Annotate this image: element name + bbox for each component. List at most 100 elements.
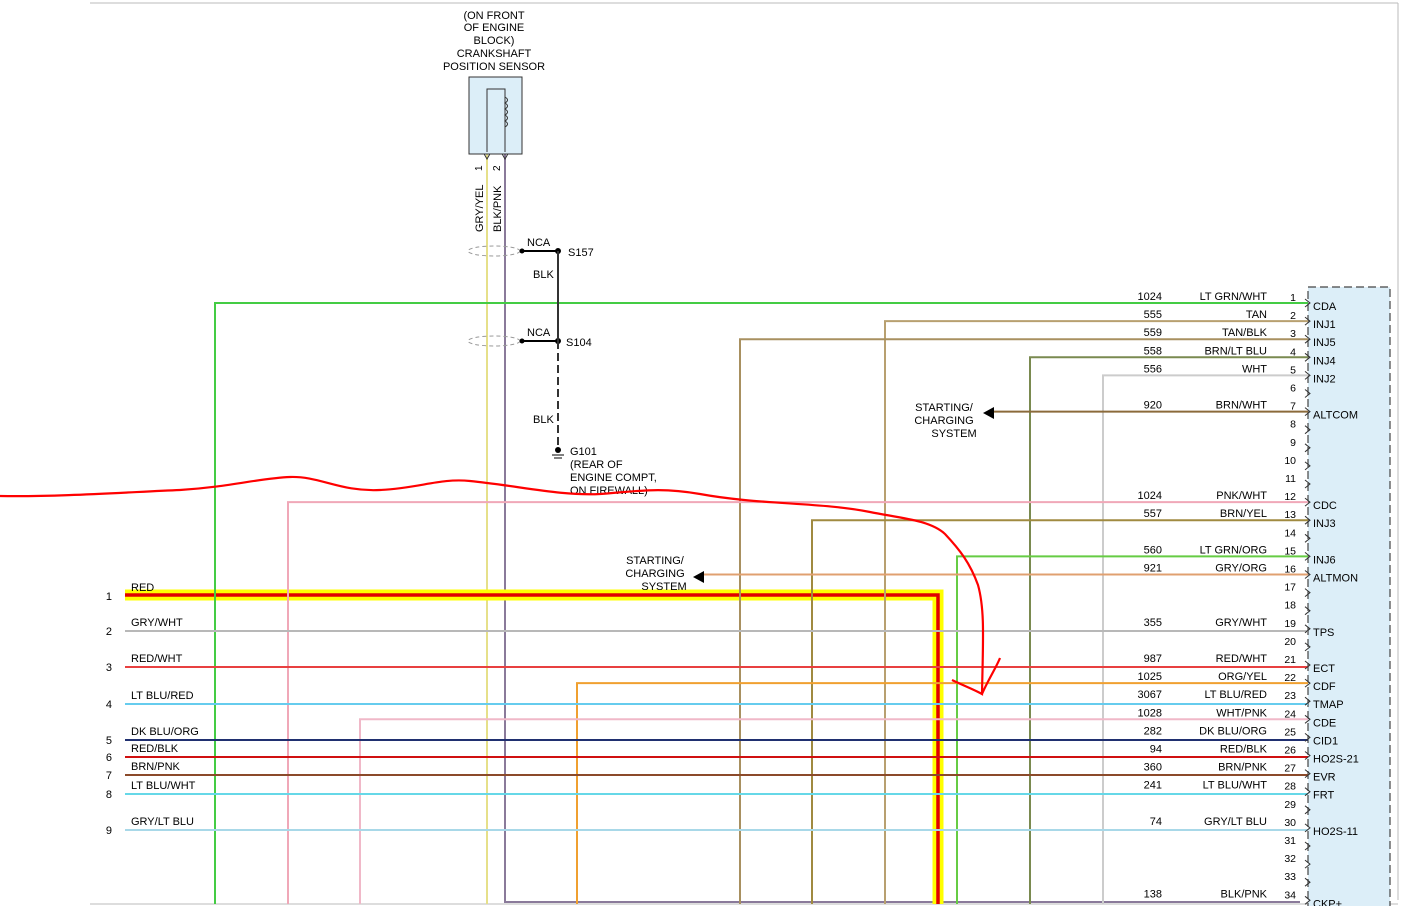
pcm-circuit-number: 3067	[1138, 689, 1162, 701]
pin-arrow-icon	[1304, 316, 1311, 326]
pin-arrow-icon	[1304, 588, 1311, 597]
pin-arrow-icon	[1304, 841, 1311, 851]
ground-g101	[555, 447, 561, 453]
pcm-pin-function: HO2S-11	[1313, 826, 1358, 838]
nca-dot-2	[519, 338, 525, 344]
pin-arrow-icon	[1304, 751, 1311, 760]
pcm-wire-color: DK BLU/ORG	[1199, 725, 1267, 737]
pcm-wire-color: WHT	[1242, 363, 1267, 375]
left-pin-number: 4	[106, 699, 112, 711]
pcm-circuit-number: 1025	[1138, 671, 1162, 683]
left-wire-color: DK BLU/ORG	[131, 726, 199, 738]
pcm-pin-number: 11	[1285, 473, 1296, 485]
splice-label-s157: S157	[568, 247, 594, 259]
crankshaft-position-sensor: (ON FRONT OF ENGINE BLOCK) CRANKSHAFT PO…	[443, 10, 545, 232]
pcm-wire-color: GRY/ORG	[1215, 563, 1267, 575]
pcm-pin-function: ALTCOM	[1313, 410, 1358, 422]
pcm-pin-number: 33	[1284, 871, 1296, 883]
pcm-pin-function: INJ2	[1313, 373, 1336, 385]
upper-arrow-label-3: SYSTEM	[931, 428, 976, 440]
left-wire-color: RED/BLK	[131, 743, 179, 755]
pcm-pin-number: 18	[1284, 600, 1296, 612]
pcm-pin-number: 1	[1290, 292, 1296, 304]
pcm-wire-color: BRN/WHT	[1216, 400, 1268, 412]
pcm-wire-color: BLK/PNK	[1221, 888, 1268, 900]
sensor-pin-2: 2	[492, 165, 503, 171]
pcm-pin-number: 25	[1284, 726, 1296, 738]
pin-arrow-icon	[1304, 425, 1311, 435]
left-pin-number: 7	[106, 770, 112, 782]
wire-pcm-pin-5	[1102, 374, 1308, 904]
pcm-wire-color: RED/WHT	[1216, 653, 1268, 665]
sensor-label-line-5: POSITION SENSOR	[443, 61, 545, 73]
wire-pcm-pin-3	[739, 338, 1308, 904]
pin-arrow-icon	[1304, 805, 1311, 815]
wire-red	[125, 593, 940, 904]
pcm-pin-number: 15	[1284, 545, 1296, 557]
left-pin-number: 5	[106, 735, 112, 747]
pcm-wire-color: BRN/YEL	[1220, 508, 1267, 520]
pcm-pin-number: 26	[1284, 745, 1296, 757]
blk-label-2: BLK	[533, 414, 554, 426]
upper-arrow-label-1: STARTING/	[915, 402, 974, 414]
ground-label-line-3: ENGINE COMPT,	[570, 472, 657, 484]
pin-arrow-icon	[1304, 352, 1311, 362]
annotation-scribble	[0, 475, 1002, 696]
pcm-wire-color: LT GRN/ORG	[1200, 544, 1267, 556]
pin-arrow-icon	[1304, 696, 1311, 706]
left-pin-number: 8	[106, 789, 112, 801]
pcm-pin-number: 24	[1284, 708, 1296, 720]
wire-pcm-pin-13	[811, 519, 1308, 904]
pcm-connector	[1307, 286, 1391, 906]
pcm-pin-function: ALTMON	[1313, 573, 1358, 585]
pcm-pin-number: 20	[1284, 636, 1296, 648]
pcm-circuit-number: 555	[1144, 309, 1162, 321]
sensor-wire-gry-yel: GRY/YEL	[474, 185, 486, 233]
pcm-circuit-number: 241	[1144, 780, 1162, 792]
pin-arrow-icon	[1304, 334, 1311, 344]
pcm-pin-number: 32	[1284, 853, 1296, 865]
pcm-pin-function: ECT	[1313, 663, 1335, 675]
pcm-pin-function: INJ4	[1313, 355, 1336, 367]
pcm-circuit-number: 987	[1144, 653, 1162, 665]
arrow-left-icon	[693, 571, 704, 583]
pcm-circuit-number: 94	[1150, 744, 1162, 756]
pcm-wire-color: GRY/LT BLU	[1204, 816, 1267, 828]
pcm-pin-function: FRT	[1313, 790, 1334, 802]
starting-charging-upper: STARTING/ CHARGING SYSTEM	[914, 402, 994, 440]
sensor-label-line-1: (ON FRONT	[463, 10, 524, 22]
pcm-wire-color: RED/BLK	[1220, 744, 1268, 756]
pcm-pin-function: INJ1	[1313, 319, 1336, 331]
pin-arrow-icon	[1304, 714, 1311, 724]
pcm-pin-number: 4	[1290, 346, 1296, 358]
pcm-circuit-number: 360	[1144, 762, 1162, 774]
pin-arrow-icon	[1304, 389, 1311, 398]
wire-pcm-pin-4	[1029, 356, 1308, 904]
pcm-pin-number: 9	[1290, 437, 1296, 449]
pin-arrow-icon	[1304, 895, 1311, 905]
pin-arrow-icon	[1304, 660, 1311, 670]
pcm-pin-function: EVR	[1313, 772, 1336, 784]
left-pin-number: 2	[106, 626, 112, 638]
pin-arrow-icon	[1304, 606, 1311, 616]
left-wire-color: GRY/LT BLU	[131, 816, 194, 828]
left-pin-number: 1	[106, 591, 112, 603]
left-wire-color: LT BLU/RED	[131, 690, 194, 702]
pcm-pin-function: INJ5	[1313, 337, 1336, 349]
nca-shield-2	[467, 335, 521, 347]
splice-label-s104: S104	[566, 337, 592, 349]
pcm-wire-color: LT BLU/WHT	[1203, 780, 1268, 792]
pcm-pin-function: CDA	[1313, 301, 1337, 313]
pcm-pin-function: INJ3	[1313, 518, 1336, 530]
pcm-circuit-number: 1024	[1138, 490, 1162, 502]
pcm-circuit-number: 920	[1144, 400, 1162, 412]
pcm-pin-number: 34	[1284, 889, 1296, 901]
ground-circuit: NCA NCA S157 S104 BLK BLK G101 (REAR OF …	[467, 237, 657, 497]
starting-charging-lower: STARTING/ CHARGING SYSTEM	[625, 555, 704, 593]
sensor-label-line-2: OF ENGINE	[464, 22, 525, 34]
ground-label-line-1: G101	[570, 446, 597, 458]
pcm-pin-number: 16	[1284, 564, 1296, 576]
pin-arrow-icon	[1304, 877, 1311, 887]
pcm-pin-number: 28	[1284, 781, 1296, 793]
